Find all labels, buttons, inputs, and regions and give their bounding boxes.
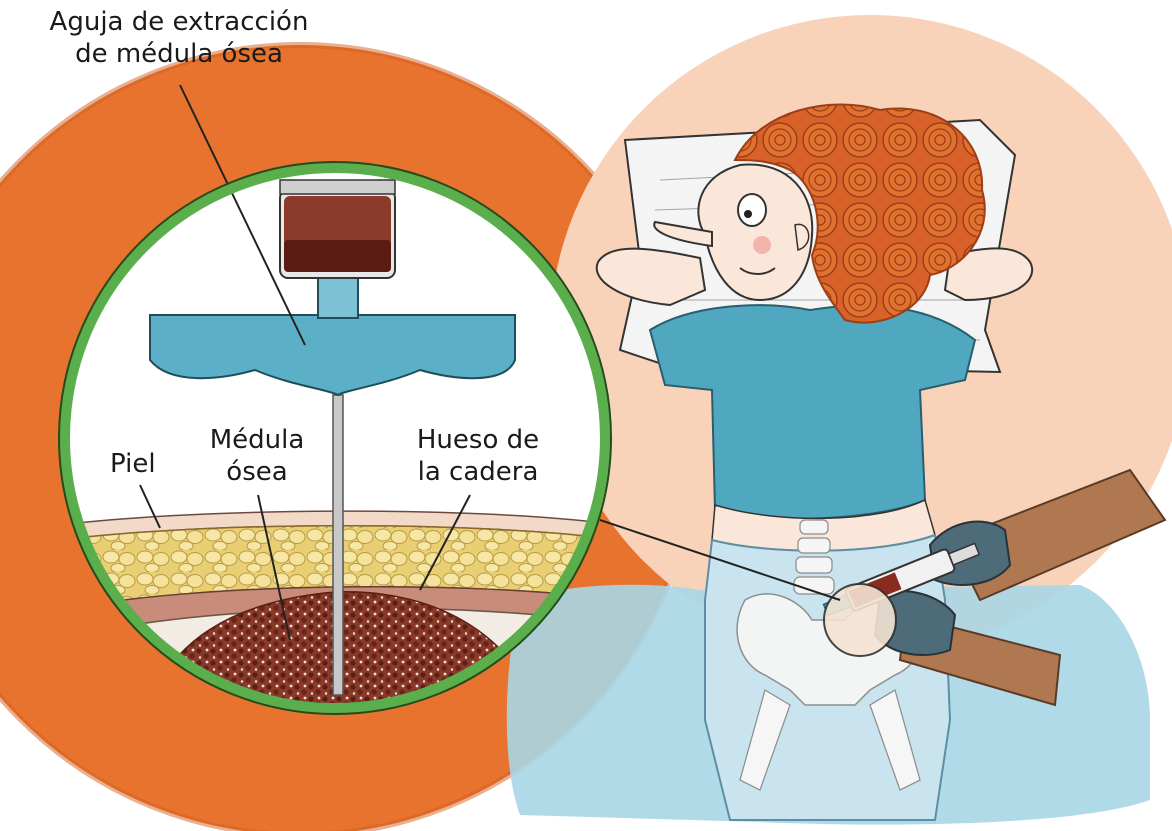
label-needle-line1: Aguja de extracción <box>40 6 318 38</box>
syringe-vial <box>280 180 395 278</box>
label-marrow: Médula ósea <box>192 424 322 488</box>
label-needle: Aguja de extracción de médula ósea <box>40 6 318 70</box>
hip-zoom-circle <box>824 584 896 656</box>
label-marrow-line1: Médula <box>192 424 322 456</box>
label-marrow-line2: ósea <box>192 456 322 488</box>
needle-shaft <box>333 395 343 695</box>
spine-bones <box>794 520 834 594</box>
label-needle-line2: de médula ósea <box>40 38 318 70</box>
label-skin: Piel <box>110 448 156 480</box>
label-hip-bone: Hueso de la cadera <box>398 424 558 488</box>
label-hip-line1: Hueso de <box>398 424 558 456</box>
label-hip-line2: la cadera <box>398 456 558 488</box>
